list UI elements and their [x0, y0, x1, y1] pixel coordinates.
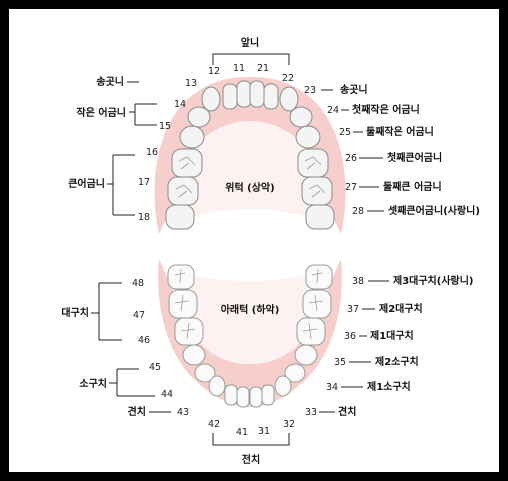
tooth-45	[182, 344, 206, 366]
lower-right-label: 제1소구치	[367, 380, 411, 393]
lower-jaw-title: 아래턱 (하악)	[221, 303, 280, 316]
upper-right-label: 셋째큰어금니(사랑니)	[388, 204, 480, 217]
upper-right-label: 송곳니	[340, 83, 368, 96]
upper-canine-label: 송곳니	[96, 75, 124, 88]
lower-right-num: 36	[344, 331, 356, 342]
tooth-24	[289, 106, 313, 128]
upper-molar-num: 17	[138, 177, 150, 188]
tooth-22	[263, 83, 279, 110]
upper-right-num: 25	[339, 127, 351, 138]
lower-molar-num: 46	[138, 335, 150, 346]
lower-premolar-num: 45	[149, 362, 161, 373]
tooth-15	[179, 125, 205, 149]
lower-front-group-label: 전치	[242, 453, 260, 466]
tooth-36	[296, 317, 326, 346]
lower-front-bracket	[212, 433, 290, 446]
upper-right-num: 27	[345, 182, 357, 193]
lower-right-num: 33	[305, 407, 317, 418]
diagram-frame: 위턱 (상악) 아래턱 (하악) 앞니 12 11 21 22 송곳니 13 작…	[9, 9, 499, 472]
upper-right-num: 23	[304, 85, 316, 96]
tooth-11	[236, 80, 252, 108]
tooth-34	[284, 363, 306, 383]
tooth-43	[208, 375, 226, 397]
lower-molar-num: 47	[133, 310, 145, 321]
lower-molar-label: 대구치	[61, 306, 89, 319]
upper-molar-label: 큰어금니	[68, 177, 105, 190]
tooth-35	[294, 344, 318, 366]
upper-right-label: 첫째큰어금니	[387, 151, 442, 164]
teeth-chart: 위턱 (상악) 아래턱 (하악) 앞니 12 11 21 22 송곳니 13 작…	[61, 36, 480, 466]
upper-premolar-num: 14	[174, 99, 186, 110]
tooth-28	[305, 204, 335, 230]
tooth-25	[295, 125, 321, 149]
tooth-17	[167, 176, 199, 206]
upper-top-num: 21	[257, 63, 269, 74]
lower-bottom-num: 41	[236, 427, 248, 438]
upper-jaw-title: 위턱 (상악)	[225, 181, 274, 194]
lower-premolar-num: 44	[161, 389, 173, 400]
tooth-37	[302, 289, 332, 319]
lower-right-label: 제2소구치	[375, 355, 419, 368]
upper-right-num: 26	[345, 153, 357, 164]
upper-teeth	[165, 80, 335, 230]
upper-front-bracket	[212, 53, 290, 65]
tooth-23	[279, 86, 299, 112]
upper-top-num: 22	[282, 73, 294, 84]
tooth-21	[249, 80, 265, 108]
tooth-26	[297, 148, 329, 178]
tooth-48	[167, 264, 195, 290]
upper-right-label: 둘째큰 어금니	[383, 180, 442, 193]
tooth-46	[174, 317, 204, 346]
upper-premolar-num: 15	[159, 121, 171, 132]
lower-bottom-num: 42	[208, 419, 220, 430]
lower-right-label: 제1대구치	[370, 329, 414, 342]
tooth-18	[165, 204, 195, 230]
lower-molar-num: 48	[132, 278, 144, 289]
tooth-38	[305, 264, 333, 290]
tooth-42	[224, 384, 238, 406]
lower-teeth	[167, 264, 333, 408]
upper-molar-num: 18	[138, 212, 150, 223]
lower-right-num: 34	[326, 382, 338, 393]
lower-right-num: 38	[352, 276, 364, 287]
tooth-41	[236, 386, 250, 408]
tooth-31	[249, 386, 263, 408]
upper-palate	[177, 121, 323, 224]
tooth-47	[168, 289, 198, 319]
lower-right-label: 견치	[338, 405, 356, 418]
lower-right-label: 제2대구치	[379, 302, 423, 315]
upper-top-num: 11	[233, 63, 245, 74]
lower-floor	[180, 271, 320, 364]
lower-premolar-label: 소구치	[79, 377, 107, 390]
upper-premolar-label: 작은 어금니	[77, 106, 126, 119]
lower-canine-num: 43	[177, 407, 189, 418]
tooth-32	[261, 384, 275, 406]
tooth-13	[201, 86, 221, 112]
upper-right-num: 28	[352, 206, 364, 217]
tooth-14	[187, 106, 211, 128]
lower-right-num: 35	[334, 357, 346, 368]
tooth-12	[222, 83, 238, 110]
upper-canine-num: 13	[185, 78, 197, 89]
upper-top-num: 12	[208, 66, 220, 77]
lower-bottom-num: 31	[258, 426, 270, 437]
lower-canine-label: 견치	[128, 405, 146, 418]
upper-right-label: 둘째작은 어금니	[366, 125, 434, 138]
lower-right-label: 제3대구치(사랑니)	[393, 274, 474, 287]
tooth-33	[274, 375, 292, 397]
lower-right-num: 37	[347, 304, 359, 315]
tooth-44	[194, 363, 216, 383]
upper-front-group-label: 앞니	[241, 36, 259, 49]
upper-molar-num: 16	[146, 147, 158, 158]
tooth-27	[301, 176, 333, 206]
upper-right-num: 24	[327, 105, 339, 116]
lower-bottom-num: 32	[283, 419, 295, 430]
tooth-16	[171, 148, 203, 178]
upper-right-label: 첫째작은 어금니	[352, 103, 420, 116]
